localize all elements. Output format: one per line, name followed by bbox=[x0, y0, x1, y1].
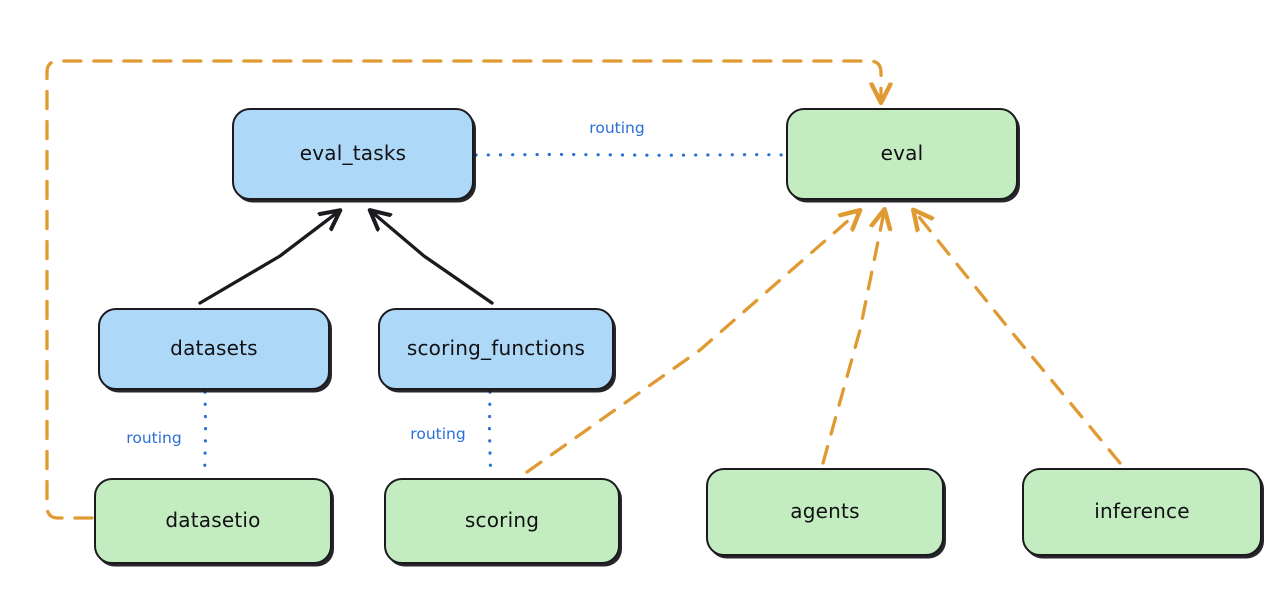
node-label-scoring-functions: scoring_functions bbox=[406, 336, 586, 360]
node-label-eval-tasks: eval_tasks bbox=[299, 141, 407, 165]
edge-scoring-to-eval bbox=[525, 212, 858, 474]
edge-scoring-functions-to-eval-tasks bbox=[372, 212, 494, 305]
node-datasets[interactable]: datasets bbox=[98, 308, 330, 390]
edge-eval-tasks-routing-eval bbox=[474, 152, 786, 157]
node-label-scoring: scoring bbox=[464, 508, 540, 532]
edge-agents-to-eval bbox=[821, 212, 884, 465]
node-label-inference: inference bbox=[1094, 499, 1190, 523]
node-label-datasetio: datasetio bbox=[165, 508, 261, 532]
edge-label-routing-scoring-functions-to-scoring: routing bbox=[410, 425, 466, 443]
edge-label-routing-eval-tasks-to-eval: routing bbox=[589, 119, 645, 137]
edge-datasetio-to-eval bbox=[45, 59, 881, 520]
edge-datasets-routing-datasetio bbox=[203, 390, 208, 479]
node-label-datasets: datasets bbox=[170, 336, 258, 360]
node-eval[interactable]: eval bbox=[786, 108, 1018, 200]
node-agents[interactable]: agents bbox=[706, 468, 944, 556]
node-scoring-functions[interactable]: scoring_functions bbox=[378, 308, 614, 390]
edge-datasets-to-eval-tasks bbox=[198, 212, 338, 305]
edge-label-routing-datasets-to-datasetio: routing bbox=[126, 429, 182, 447]
node-eval-tasks[interactable]: eval_tasks bbox=[232, 108, 474, 200]
node-inference[interactable]: inference bbox=[1022, 468, 1262, 556]
node-label-eval: eval bbox=[880, 141, 924, 165]
edge-scoring-functions-routing-scoring bbox=[487, 390, 492, 479]
node-label-agents: agents bbox=[790, 499, 860, 523]
edge-inference-to-eval bbox=[915, 212, 1122, 465]
node-scoring[interactable]: scoring bbox=[384, 478, 620, 564]
node-datasetio[interactable]: datasetio bbox=[94, 478, 332, 564]
